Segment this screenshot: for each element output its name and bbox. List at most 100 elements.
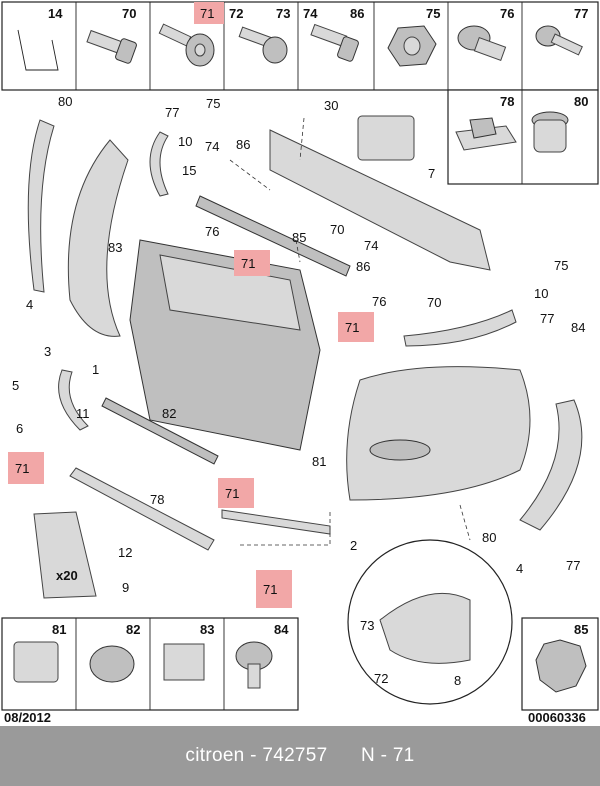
callout-74-b: 74 <box>364 238 378 253</box>
clip-part-81 <box>13 641 59 683</box>
callout-81: 81 <box>312 454 326 469</box>
reference-code: 00060336 <box>528 710 586 725</box>
diagram-canvas: 14 70 71 72 73 <box>1 1 599 725</box>
footer-bar: citroen - 742757 N - 71 <box>0 726 600 786</box>
nut-insert-part-80 <box>531 111 569 153</box>
date-code: 08/2012 <box>4 710 51 725</box>
part-box-81[interactable]: 81 <box>13 622 66 683</box>
bumper-assembly <box>27 115 583 705</box>
part-box-75[interactable]: 75 <box>387 6 440 67</box>
callout-77-c: 77 <box>566 558 580 573</box>
callout-71-c: 71 <box>8 452 44 484</box>
footer-caption: citroen - 742757 N - 71 <box>185 745 415 766</box>
part-number-86: 86 <box>350 6 364 21</box>
lower-trim-11 <box>101 397 219 465</box>
bottom-parts-row: 81 82 83 84 85 <box>1 617 599 711</box>
nut-part-75 <box>387 25 437 67</box>
callout-71-d: 71 <box>218 478 254 508</box>
callout-71-e: 71 <box>256 570 292 608</box>
callout-78: 78 <box>150 492 164 507</box>
fender-trim-left <box>27 119 55 293</box>
part-number-73: 73 <box>276 6 290 21</box>
part-number-84: 84 <box>274 622 289 637</box>
fog-lamp-housing <box>379 592 471 664</box>
part-box-83[interactable]: 83 <box>163 622 214 681</box>
trim-strip-10-right <box>403 309 517 347</box>
clip-part-14 <box>17 29 59 71</box>
callout-70-b: 70 <box>427 295 441 310</box>
part-box-82[interactable]: 82 <box>89 622 140 683</box>
lower-strip-12 <box>69 467 215 551</box>
callout-75: 75 <box>206 96 220 111</box>
callout-5: 5 <box>12 378 19 393</box>
part-box-80[interactable]: 80 <box>531 94 588 153</box>
callout-12: 12 <box>118 545 132 560</box>
part-number-82: 82 <box>126 622 140 637</box>
trim-strip-6 <box>58 369 89 431</box>
callout-1: 1 <box>92 362 99 377</box>
bolt-part-74 <box>310 23 359 62</box>
svg-text:71: 71 <box>345 320 359 335</box>
bracket-strip-15 <box>195 195 351 277</box>
screw-part-84 <box>235 641 273 689</box>
part-box-74-86[interactable]: 74 86 <box>303 6 364 62</box>
part-box-76[interactable]: 76 <box>457 6 514 62</box>
part-number-71: 71 <box>200 6 214 21</box>
callout-75-b: 75 <box>554 258 568 273</box>
part-box-70[interactable]: 70 <box>86 6 137 64</box>
part-box-14[interactable]: 14 <box>17 6 63 71</box>
side-bracket-3 <box>67 139 129 337</box>
part-number-80: 80 <box>574 94 588 109</box>
part-box-78[interactable]: 78 <box>455 94 517 151</box>
fog-lamp-opening <box>369 439 431 461</box>
callouts: 80 77 10 75 30 74 86 15 7 83 76 85 70 4 … <box>8 94 585 688</box>
part-number-81: 81 <box>52 622 66 637</box>
callout-76: 76 <box>205 224 219 239</box>
part-box-84[interactable]: 84 <box>235 622 289 689</box>
part-number-76: 76 <box>500 6 514 21</box>
trim-strip-10-left <box>149 131 169 197</box>
svg-text:71: 71 <box>225 486 239 501</box>
part-box-72-73[interactable]: 72 73 <box>229 6 290 64</box>
callout-70: 70 <box>330 222 344 237</box>
part-number-78: 78 <box>500 94 514 109</box>
part-box-77[interactable]: 77 <box>535 6 588 56</box>
callout-71-b: 71 <box>338 312 374 342</box>
clip-part-82 <box>89 645 135 683</box>
svg-text:71: 71 <box>263 582 277 597</box>
callout-72: 72 <box>374 671 388 686</box>
part-number-77: 77 <box>574 6 588 21</box>
quantity-label: x20 <box>56 568 78 583</box>
callout-4: 4 <box>26 297 33 312</box>
clip-part-83 <box>163 643 205 681</box>
push-clip-part-76 <box>457 25 507 62</box>
part-number-85: 85 <box>574 622 588 637</box>
callout-84: 84 <box>571 320 585 335</box>
screw-washer-part-71 <box>158 23 215 67</box>
front-bumper-2 <box>346 366 531 501</box>
clip-part-78 <box>455 117 517 151</box>
callout-3: 3 <box>44 344 51 359</box>
callout-8: 8 <box>454 673 461 688</box>
callout-83: 83 <box>108 240 122 255</box>
callout-76-b: 76 <box>372 294 386 309</box>
lower-strip-right <box>221 509 331 535</box>
highlight-71 <box>194 2 224 24</box>
callout-85: 85 <box>292 230 306 245</box>
part-number-74: 74 <box>303 6 318 21</box>
callout-77-b: 77 <box>540 311 554 326</box>
callout-82: 82 <box>162 406 176 421</box>
part-box-71[interactable]: 71 <box>158 2 224 67</box>
top-parts-row: 14 70 71 72 73 <box>1 1 599 91</box>
callout-6: 6 <box>16 421 23 436</box>
star-washer-part-85 <box>535 639 587 693</box>
callout-80: 80 <box>58 94 72 109</box>
part-box-85[interactable]: 85 <box>535 622 588 693</box>
callout-15: 15 <box>182 163 196 178</box>
screw-part-77 <box>535 25 583 56</box>
callout-30: 30 <box>324 98 338 113</box>
callout-77: 77 <box>165 105 179 120</box>
bracket-9 <box>33 511 97 599</box>
part-number-75: 75 <box>426 6 440 21</box>
